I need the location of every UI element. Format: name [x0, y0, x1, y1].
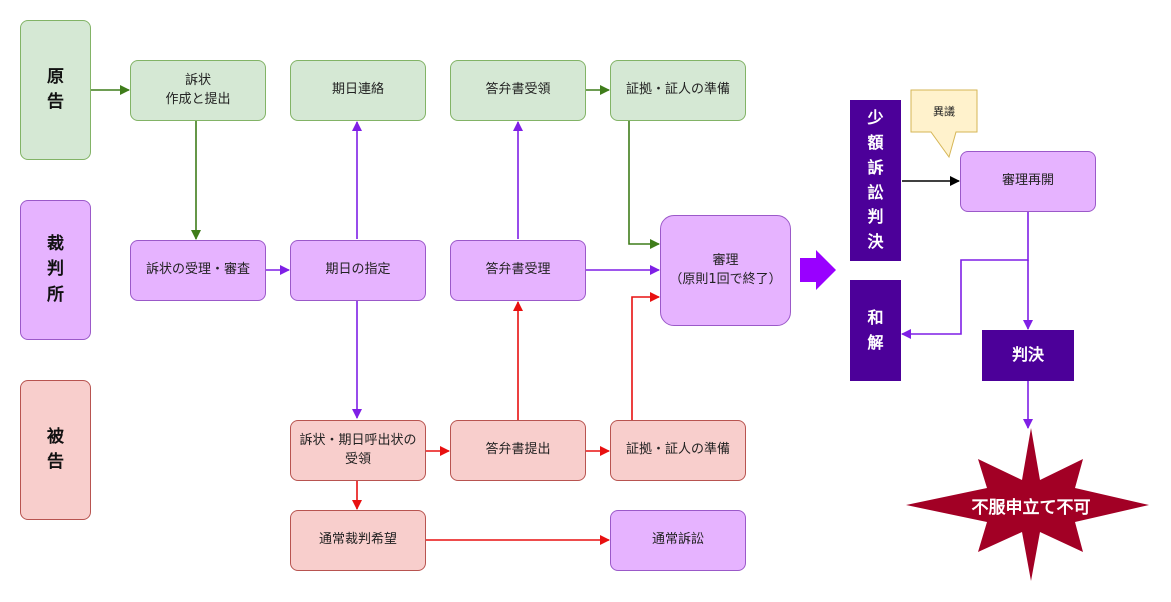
- node-evidence-plaintiff: 証拠・証人の準備: [610, 60, 746, 121]
- arrow-rehearing-down: [901, 212, 1029, 339]
- node-small-claims-judgment: 少 額 訴 訟 判 決: [850, 100, 901, 261]
- node-date-set: 期日の指定: [290, 240, 426, 301]
- node-answer-received: 答弁書受領: [450, 60, 586, 121]
- node-judgment: 判決: [982, 330, 1074, 381]
- node-regular-suit: 通常訴訟: [610, 510, 746, 571]
- node-answer-submit: 答弁書提出: [450, 420, 586, 481]
- node-rehearing: 審理再開: [960, 151, 1096, 212]
- node-date-notice: 期日連絡: [290, 60, 426, 121]
- big-arrow-icon: [800, 250, 836, 290]
- no-appeal-starburst: [906, 428, 1149, 581]
- objection-callout: [910, 89, 978, 159]
- node-settlement: 和 解: [850, 280, 901, 381]
- label-no-appeal: 不服申立て不可: [971, 497, 1091, 518]
- node-summons-received: 訴状・期日呼出状の 受領: [290, 420, 426, 481]
- lane-defendant: 被 告: [20, 380, 91, 520]
- node-regular-request: 通常裁判希望: [290, 510, 426, 571]
- node-hearing: 審理 （原則1回で終了）: [660, 215, 791, 326]
- node-complaint: 訴状 作成と提出: [130, 60, 266, 121]
- node-evidence-defendant: 証拠・証人の準備: [610, 420, 746, 481]
- lane-plaintiff: 原 告: [20, 20, 91, 160]
- node-answer-accepted: 答弁書受理: [450, 240, 586, 301]
- arrow-evidence-to-hearing: [628, 121, 660, 249]
- arrow-evidence-to-hearing-red: [631, 292, 660, 420]
- note-objection: 異議: [933, 105, 955, 118]
- node-complaint-review: 訴状の受理・審査: [130, 240, 266, 301]
- lane-court: 裁 判 所: [20, 200, 91, 340]
